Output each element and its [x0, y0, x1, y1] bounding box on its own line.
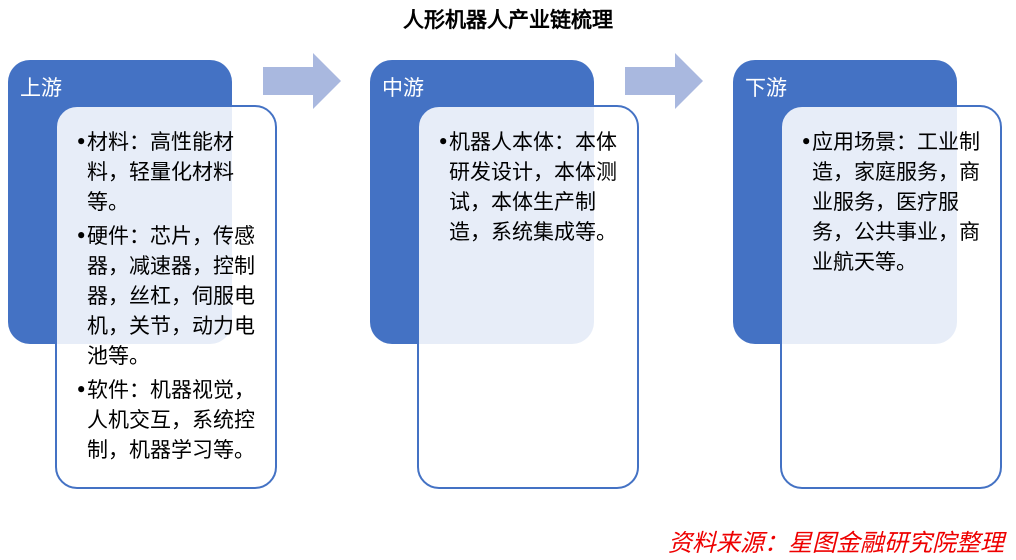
arrow-right-icon: [263, 53, 341, 109]
diagram-title: 人形机器人产业链梳理: [403, 7, 613, 32]
midstream-detail-box: 机器人本体：本体研发设计，本体测试，本体生产制造，系统集成等。: [417, 105, 639, 489]
downstream-detail-box: 应用场景：工业制造，家庭服务，商业服务，医疗服务，公共事业，商业航天等。: [780, 105, 1002, 489]
arrow-right-icon: [625, 53, 703, 109]
list-item: 材料：高性能材料，轻量化材料等。: [75, 127, 269, 217]
stage-label: 中游: [382, 76, 424, 100]
stage-label: 下游: [745, 76, 787, 100]
list-item: 应用场景：工业制造，家庭服务，商业服务，医疗服务，公共事业，商业航天等。: [800, 127, 994, 277]
list-item: 机器人本体：本体研发设计，本体测试，本体生产制造，系统集成等。: [437, 127, 631, 247]
list-item: 硬件：芯片，传感器，减速器，控制器，丝杠，伺服电机，关节，动力电池等。: [75, 221, 269, 371]
list-item: 软件：机器视觉，人机交互，系统控制，机器学习等。: [75, 375, 269, 465]
upstream-detail-box: 材料：高性能材料，轻量化材料等。 硬件：芯片，传感器，减速器，控制器，丝杠，伺服…: [55, 105, 277, 489]
source-note: 资料来源：星图金融研究院整理: [668, 529, 1004, 557]
stage-label: 上游: [20, 76, 62, 100]
